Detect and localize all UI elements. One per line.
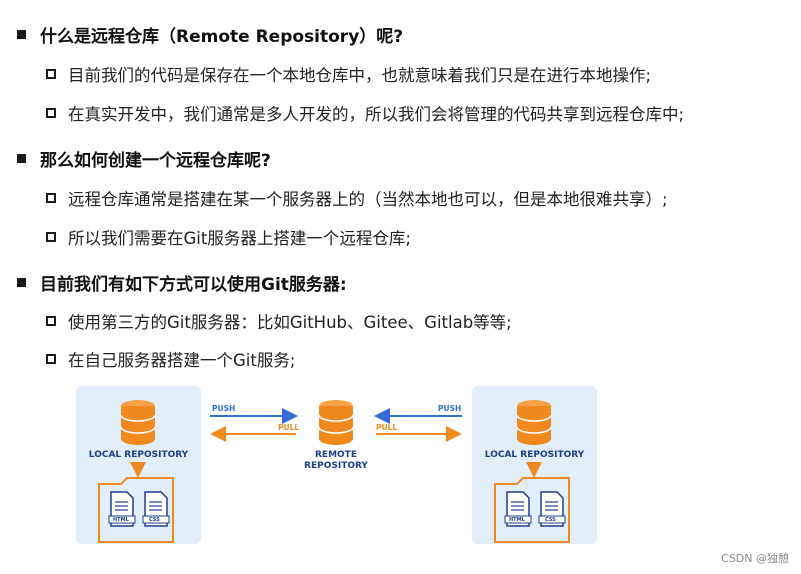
section-3-item-2: 在自己服务器搭建一个Git服务; — [46, 347, 295, 371]
left-push-label: PUSH — [212, 404, 236, 413]
section-1-heading: 什么是远程仓库（Remote Repository）呢? — [14, 22, 403, 47]
right-local-repository-label: LOCAL REPOSITORY — [484, 450, 585, 460]
bullet-box-icon — [46, 354, 56, 364]
bullet-box-icon — [46, 69, 56, 79]
left-database-icon — [120, 399, 156, 446]
section-2-item-1: 远程仓库通常是搭建在某一个服务器上的（当然本地也可以，但是本地很难共享）; — [46, 186, 668, 210]
section-3-heading: 目前我们有如下方式可以使用Git服务器: — [14, 270, 347, 295]
bullet-box-icon — [46, 316, 56, 326]
section-3-title: 目前我们有如下方式可以使用Git服务器: — [40, 275, 347, 295]
remote-database-icon — [318, 399, 354, 446]
bullet-box-icon — [46, 232, 56, 242]
section-2-title: 那么如何创建一个远程仓库呢? — [40, 151, 271, 171]
section-1-item-1: 目前我们的代码是保存在一个本地仓库中，也就意味着我们只是在进行本地操作; — [46, 62, 651, 86]
bullet-square-icon — [17, 278, 26, 287]
section-2-item-2: 所以我们需要在Git服务器上搭建一个远程仓库; — [46, 225, 411, 249]
section-1-title: 什么是远程仓库（Remote Repository）呢? — [40, 27, 404, 47]
bullet-box-icon — [46, 193, 56, 203]
left-css-file-label: CSS — [149, 517, 160, 523]
right-html-file-label: HTML — [509, 517, 525, 523]
bullet-square-icon — [17, 30, 26, 39]
right-push-label: PUSH — [438, 404, 462, 413]
right-css-file-label: CSS — [545, 517, 556, 523]
section-2-heading: 那么如何创建一个远程仓库呢? — [14, 146, 271, 171]
watermark: CSDN @独憩 — [721, 552, 789, 565]
remote-repository-label-line1: REMOTE — [315, 450, 357, 460]
section-3-item-1: 使用第三方的Git服务器：比如GitHub、Gitee、Gitlab等等; — [46, 309, 512, 333]
bullet-square-icon — [17, 154, 26, 163]
section-1-item-2: 在真实开发中，我们通常是多人开发的，所以我们会将管理的代码共享到远程仓库中; — [46, 101, 684, 125]
left-local-repository-label: LOCAL REPOSITORY — [88, 450, 189, 460]
left-html-file-label: HTML — [113, 517, 129, 523]
right-pull-label: PULL — [376, 423, 398, 432]
left-pull-label: PULL — [278, 423, 300, 432]
right-database-icon — [516, 399, 552, 446]
remote-repository-label-line2: REPOSITORY — [304, 461, 368, 471]
bullet-box-icon — [46, 108, 56, 118]
